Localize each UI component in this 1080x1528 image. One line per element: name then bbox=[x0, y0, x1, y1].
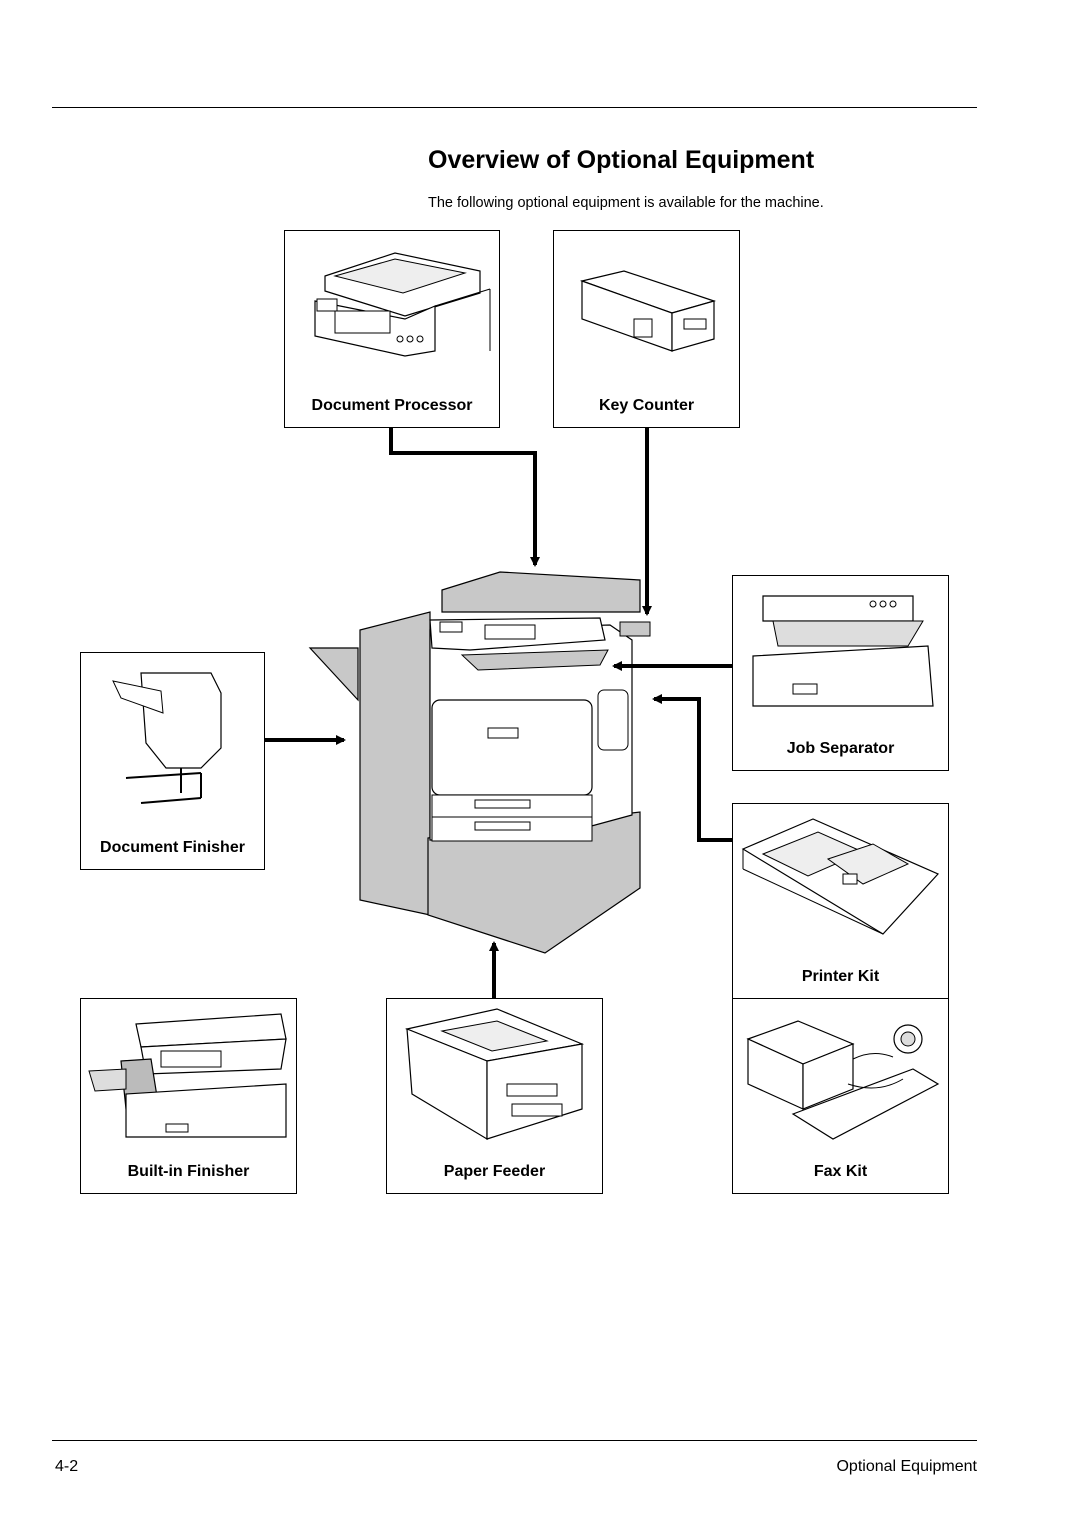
printer-kit-label: Printer Kit bbox=[801, 968, 880, 985]
key-counter-illustration bbox=[579, 270, 717, 352]
footer-rule bbox=[52, 1440, 977, 1441]
job-separator-label: Job Separator bbox=[786, 740, 895, 757]
fax-kit-box: Fax Kit bbox=[732, 998, 949, 1194]
section-name: Optional Equipment bbox=[836, 1458, 977, 1475]
page-title: Overview of Optional Equipment bbox=[428, 146, 815, 174]
header-rule bbox=[52, 107, 977, 108]
job-separator-illustration bbox=[752, 595, 934, 707]
paper-feeder-illustration bbox=[404, 1008, 585, 1141]
printer-kit-illustration bbox=[741, 818, 940, 935]
builtin-finisher-label: Built-in Finisher bbox=[127, 1163, 250, 1180]
fax-kit-illustration bbox=[746, 1020, 940, 1140]
document-processor-illustration bbox=[314, 252, 491, 357]
document-processor-box: Document Processor bbox=[284, 230, 500, 428]
main-machine-illustration bbox=[308, 571, 651, 954]
key-counter-box: Key Counter bbox=[553, 230, 740, 428]
builtin-finisher-box: Built-in Finisher bbox=[80, 998, 297, 1194]
paper-feeder-box: Paper Feeder bbox=[386, 998, 603, 1194]
document-finisher-illustration bbox=[112, 672, 222, 804]
fax-kit-label: Fax Kit bbox=[813, 1163, 868, 1180]
document-finisher-label: Document Finisher bbox=[100, 839, 245, 856]
arrow-document-processor bbox=[389, 427, 540, 567]
paper-feeder-label: Paper Feeder bbox=[443, 1163, 546, 1180]
document-finisher-box: Document Finisher bbox=[80, 652, 265, 870]
document-processor-label: Document Processor bbox=[311, 397, 473, 414]
job-separator-box: Job Separator bbox=[732, 575, 949, 771]
builtin-finisher-illustration bbox=[88, 1013, 287, 1138]
key-counter-label: Key Counter bbox=[598, 397, 695, 414]
printer-kit-box: Printer Kit bbox=[732, 803, 949, 1000]
page-number: 4-2 bbox=[55, 1458, 79, 1475]
page-subtitle: The following optional equipment is avai… bbox=[428, 195, 824, 211]
arrow-printer-kit bbox=[652, 694, 732, 842]
